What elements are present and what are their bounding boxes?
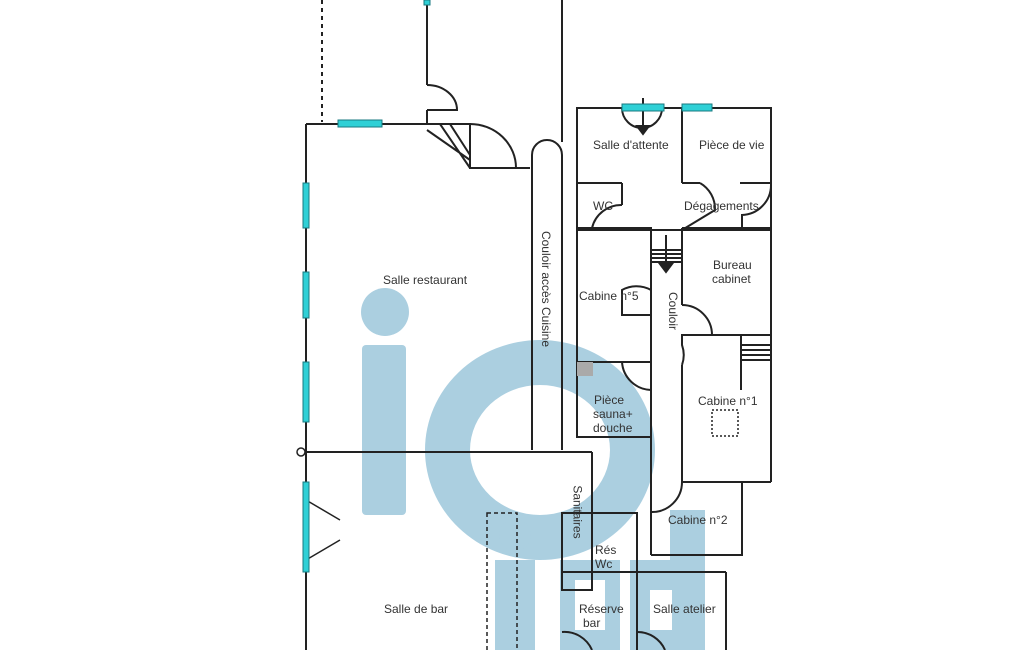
room-label-couloir: Couloir [666, 291, 681, 331]
room-label-res: Rés [595, 543, 617, 557]
room-label-piece: Pièce [594, 393, 625, 407]
room-label-salle-atelier: Salle atelier [653, 602, 716, 616]
room-label-sanitaires: Sanitaires [570, 485, 585, 539]
room-label-reserve: Réserve [579, 602, 624, 616]
room-label-salle-de-bar: Salle de bar [384, 602, 449, 616]
room-label-sauna: sauna+ [593, 407, 633, 421]
room-label-couloir-acces-cuisine: Couloir accès Cuisine [539, 230, 554, 348]
room-label-salle-restaurant: Salle restaurant [383, 273, 468, 287]
room-label-cabine-2: Cabine n°2 [668, 513, 728, 527]
iad-watermark-logo [361, 288, 705, 650]
room-label-cabine-5: Cabine n°5 [579, 289, 639, 303]
room-label-cabine-1: Cabine n°1 [698, 394, 758, 408]
room-label-cabinet: cabinet [712, 272, 751, 286]
room-label-wc: WC [593, 199, 613, 213]
column-marker [296, 447, 306, 457]
windows [302, 0, 713, 573]
room-label-salle-attente: Salle d'attente [593, 138, 669, 152]
room-label-degagements: Dégagements [684, 199, 759, 213]
room-label-cabinet-text: cabinet [712, 272, 751, 286]
room-label-bar: bar [583, 616, 601, 630]
room-label-wc-2: Wc [595, 557, 613, 571]
room-label-douche: douche [593, 421, 633, 435]
room-label-bureau: Bureau [713, 258, 752, 272]
room-label-piece-de-vie: Pièce de vie [699, 138, 765, 152]
